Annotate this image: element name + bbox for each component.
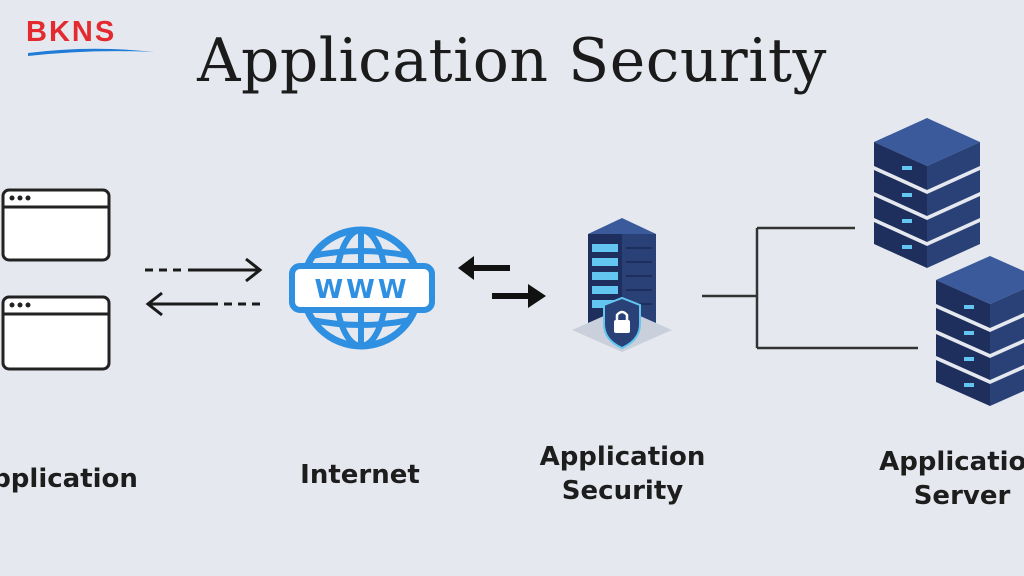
page-title: Application Security: [197, 26, 827, 96]
security-server-icon: [572, 218, 672, 352]
security-label-line-2: Security: [561, 476, 684, 506]
brand-logo: BKNS: [26, 16, 117, 48]
logo-swoosh-icon: [28, 48, 154, 56]
request-arrow-icon: [145, 257, 263, 283]
bidirectional-arrows-icon: [458, 256, 546, 308]
server-stack-icon: [936, 256, 1024, 406]
globe-www-icon: WWW: [289, 226, 435, 350]
application-security-label: Application Security: [525, 440, 720, 508]
response-arrow-icon: [145, 291, 264, 317]
server-label-line-1: Application: [879, 447, 1024, 477]
application-label: Application: [0, 462, 155, 496]
server-label-line-2: Server: [913, 481, 1011, 511]
browser-window-icon: [1, 295, 111, 371]
internet-label: Internet: [280, 458, 440, 492]
lock-icon: [614, 320, 630, 333]
security-label-line-1: Application: [539, 442, 706, 472]
application-server-label: Application Server: [862, 445, 1024, 513]
server-stack-icon: [874, 118, 980, 268]
application-label-line: Application: [0, 464, 138, 494]
internet-label-line: Internet: [300, 460, 420, 490]
www-text: WWW: [314, 275, 409, 305]
browser-window-icon: [1, 188, 111, 262]
connector-lines: [702, 226, 918, 350]
